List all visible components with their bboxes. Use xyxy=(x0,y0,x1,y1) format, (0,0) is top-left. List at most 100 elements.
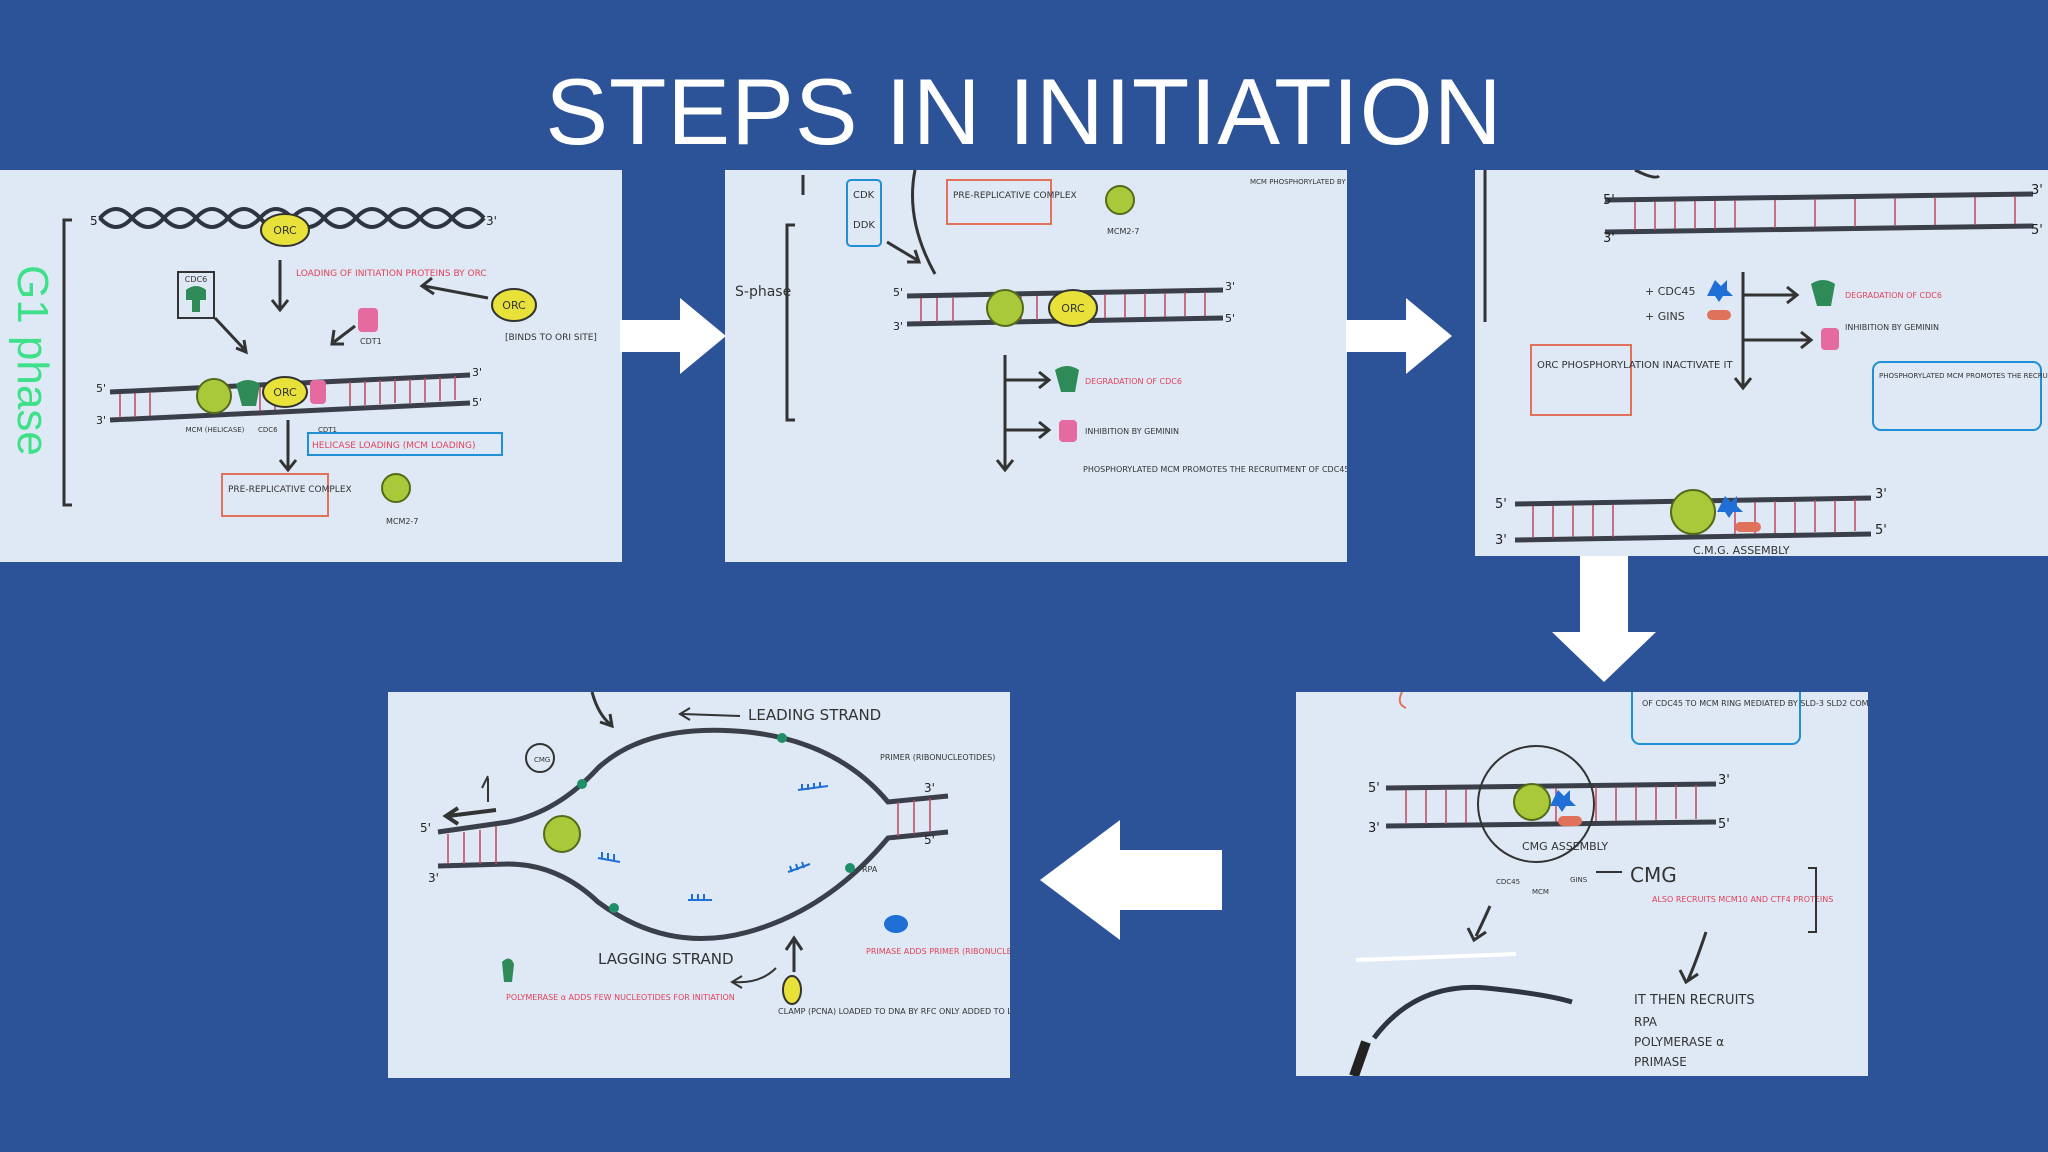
p3-mcm-ring xyxy=(1670,489,1716,535)
p4-recruits: IT THEN RECRUITS xyxy=(1634,993,1755,1008)
panel-s-phase: S-phase CDK DDK PRE-REPLICATIVE COMPLEX … xyxy=(725,170,1347,562)
p3-orc-note: ORC PHOSPHORYLATION INACTIVATE IT xyxy=(1537,360,1733,371)
helicase-loading: HELICASE LOADING (MCM LOADING) xyxy=(312,441,476,451)
p3-top-3-right: 3' xyxy=(2031,183,2043,198)
p4-cdc45-label: CDC45 xyxy=(1496,878,1520,886)
p3-cdc6-shape xyxy=(1811,280,1835,306)
p3-cdc45-bound xyxy=(1717,496,1743,518)
cdk-label: CDK xyxy=(853,190,875,201)
orc-shape xyxy=(260,213,310,247)
p4-cmg-label: CMG xyxy=(1630,863,1677,887)
p4-primase: PRIMASE xyxy=(1634,1055,1687,1069)
p3-top-5-right: 5' xyxy=(2031,223,2043,238)
panel-g1-phase: G1 phase 5' 3' ORC LOADING OF INITIATION… xyxy=(0,170,622,562)
p3-cmg-assembly: C.M.G. ASSEMBLY xyxy=(1693,544,1790,556)
mcm-phospho-note: MCM PHOSPHORYLATED BY DDK xyxy=(1250,178,1347,186)
p2-mcm27-shape xyxy=(1105,185,1135,215)
binds-note: [BINDS TO ORI SITE] xyxy=(505,333,597,343)
p4-5-left: 5' xyxy=(1368,781,1380,796)
panel-cmg-assembly: 5' 3' 3' 5' + CDC45 + GINS DEGRADATION O… xyxy=(1475,170,2048,556)
p3-top-3-left: 3' xyxy=(1603,231,1615,246)
orc-bound-label: ORC xyxy=(273,386,297,399)
p4-mcm-label: MCM xyxy=(1532,888,1549,896)
p1-dna-3-left: 3' xyxy=(96,414,106,427)
slide-title: STEPS IN INITIATION xyxy=(545,59,1503,164)
p4-cmg-note: ALSO RECRUITS MCM10 AND CTF4 PROTEINS xyxy=(1652,895,1833,904)
arrow-right-1 xyxy=(620,298,726,374)
p4-cdc45-shape xyxy=(1550,790,1576,812)
panel-cmg-recruits: OF CDC45 TO MCM RING MEDIATED BY SLD-3 S… xyxy=(1296,692,1868,1076)
orc-right-shape xyxy=(491,288,537,322)
p2-phospho-note: PHOSPHORYLATED MCM PROMOTES THE RECRUITM… xyxy=(1083,465,1347,474)
p4-3-right: 3' xyxy=(1718,773,1730,788)
mcm27-shape xyxy=(381,473,411,503)
p2-inhibition: INHIBITION BY GEMININ xyxy=(1085,427,1179,436)
p5-pol-note: POLYMERASE α ADDS FEW NUCLEOTIDES FOR IN… xyxy=(506,993,735,1002)
loading-note: LOADING OF INITIATION PROTEINS BY ORC xyxy=(296,269,487,279)
cdc6b-label: CDC6 xyxy=(258,426,278,434)
p4-top-note: OF CDC45 TO MCM RING MEDIATED BY SLD-3 S… xyxy=(1642,699,1868,708)
p5-5-left: 5' xyxy=(420,821,431,835)
p1-helix-3-label: 3' xyxy=(486,214,497,228)
p3-top-5-left: 5' xyxy=(1603,193,1615,208)
p5-leading-label: LEADING STRAND xyxy=(748,706,881,724)
p2-dna-5-right: 5' xyxy=(1225,312,1235,325)
p2-dna-3-right: 3' xyxy=(1225,280,1235,293)
mcm-label: MCM (HELICASE) xyxy=(186,426,245,434)
arrow-right-2 xyxy=(1346,298,1452,374)
orc-bound xyxy=(262,376,308,408)
p3-bot-3-left: 3' xyxy=(1495,533,1507,548)
p5-cmg-label: CMG xyxy=(534,756,550,764)
p2-degradation: DEGRADATION OF CDC6 xyxy=(1085,377,1182,386)
p3-gins-bound xyxy=(1735,522,1761,532)
p5-5-right: 5' xyxy=(924,833,935,847)
g1-phase-label: G1 phase xyxy=(8,265,57,456)
mcm-ring xyxy=(196,378,232,414)
arrow-down xyxy=(1552,556,1656,682)
cdt1b-label: CDT1 xyxy=(318,426,337,434)
mcm27-label: MCM2-7 xyxy=(386,517,418,526)
p5-rpa-dot-4 xyxy=(845,863,855,873)
p5-rpa-dot-3 xyxy=(609,903,619,913)
cdc6-label: CDC6 xyxy=(185,275,207,284)
p2-cdc6-shape xyxy=(1055,366,1079,392)
cdc6-bound xyxy=(236,380,260,406)
p2-orc-label: ORC xyxy=(1061,302,1085,315)
p4-cmg-circle xyxy=(1477,745,1595,863)
p1-dna-5-left: 5' xyxy=(96,382,106,395)
p5-primase-shape xyxy=(884,915,908,933)
p5-clamp-note: CLAMP (PCNA) LOADED TO DNA BY RFC ONLY A… xyxy=(778,1007,1010,1016)
p3-bot-5-right: 5' xyxy=(1875,523,1887,538)
p3-bot-3-right: 3' xyxy=(1875,487,1887,502)
arrow-left xyxy=(1040,820,1222,940)
p4-gins-shape xyxy=(1558,816,1582,826)
p2-orc-shape xyxy=(1048,289,1098,327)
cdt1-shape xyxy=(358,308,378,332)
p3-geminin-shape xyxy=(1821,328,1839,350)
p5-clamp-shape xyxy=(782,975,802,1005)
p3-degradation: DEGRADATION OF CDC6 xyxy=(1845,291,1942,300)
p4-gins-label: GINS xyxy=(1570,876,1588,884)
p2-geminin-shape xyxy=(1059,420,1077,442)
p4-cmg-assembly: CMG ASSEMBLY xyxy=(1522,840,1608,853)
p5-rpa-dot-2 xyxy=(577,779,587,789)
p1-dna-5-right: 5' xyxy=(472,396,482,409)
orc-label: ORC xyxy=(273,224,297,237)
p4-pol: POLYMERASE α xyxy=(1634,1035,1724,1049)
s-phase-label: S-phase xyxy=(735,284,791,300)
ddk-label: DDK xyxy=(853,220,875,231)
p3-cdc45: + CDC45 xyxy=(1645,285,1696,298)
p5-primer-label: PRIMER (RIBONUCLEOTIDES) xyxy=(880,753,995,762)
p4-rpa: RPA xyxy=(1634,1015,1658,1029)
p2-pre-rc-label: PRE-REPLICATIVE COMPLEX xyxy=(953,191,1077,201)
p1-helix-5-label: 5' xyxy=(90,214,101,228)
pre-rc-label: PRE-REPLICATIVE COMPLEX xyxy=(228,485,352,495)
p4-3-left: 3' xyxy=(1368,821,1380,836)
p5-3-left: 3' xyxy=(428,871,439,885)
p4-mcm-ring xyxy=(1513,783,1551,821)
p1-dna-3-right: 3' xyxy=(472,366,482,379)
p3-phospho-note: PHOSPHORYLATED MCM PROMOTES THE RECRUITM… xyxy=(1879,372,2048,380)
p5-3-right: 3' xyxy=(924,781,935,795)
p3-cdc45-shape xyxy=(1707,280,1733,302)
orc-right-label: ORC xyxy=(502,299,526,312)
